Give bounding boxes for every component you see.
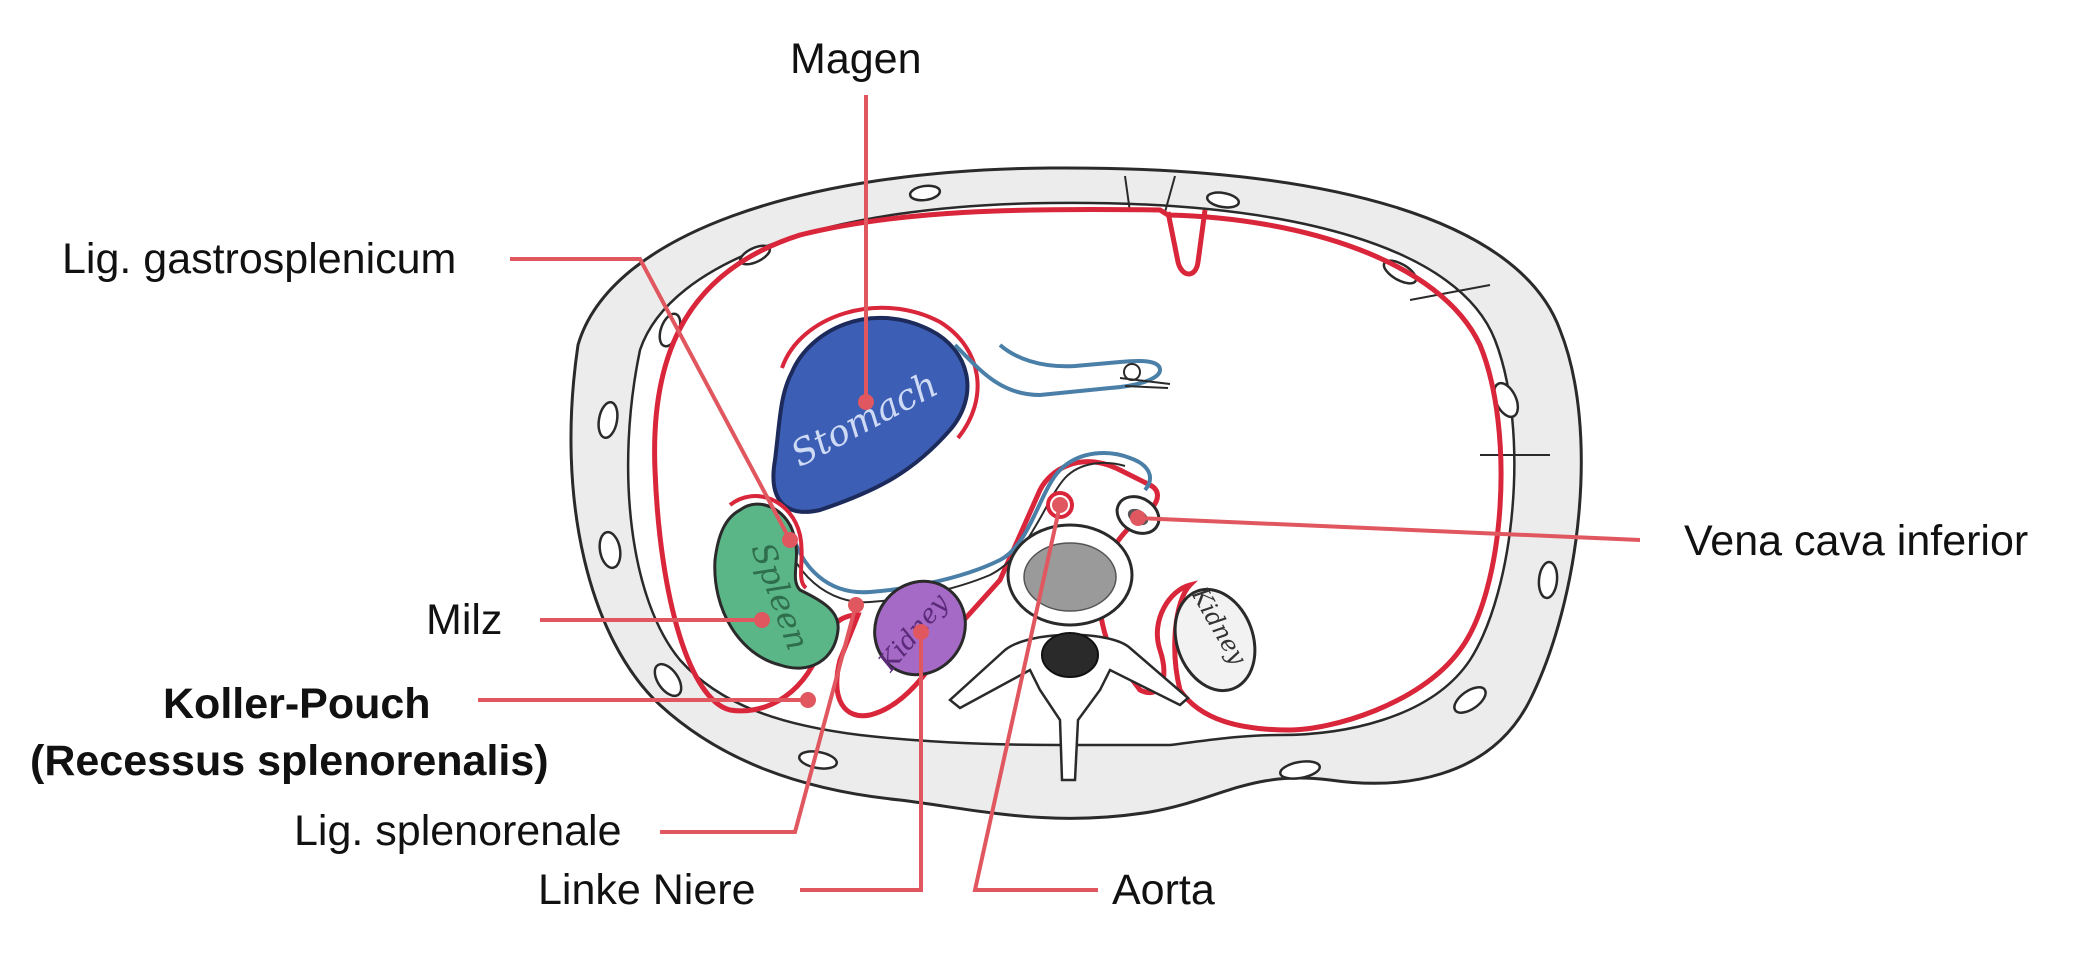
leader-vena-cava [1137, 516, 1641, 542]
leader-lines [478, 95, 1641, 892]
stomach [771, 315, 970, 514]
stomach-serosa [780, 305, 980, 440]
leader-lig-splenorenale [660, 604, 858, 834]
leader-linke-niere [800, 632, 923, 892]
right-kidney [1173, 587, 1257, 693]
label-aorta: Aorta [1112, 866, 1215, 914]
leader-dots [754, 394, 1146, 708]
falciform-fold [1165, 209, 1208, 277]
wall-divisions [1124, 175, 1550, 456]
ligament-double-line [779, 461, 1126, 604]
leader-aorta [972, 504, 1098, 892]
omentum-vessel [1119, 363, 1171, 389]
vertebral-arch [948, 633, 1190, 782]
leader-lig-gastrosplenicum [510, 257, 792, 541]
spinal-canal [1041, 632, 1099, 678]
label-lig-splenorenale: Lig. splenorenale [294, 807, 622, 855]
label-koller-pouch: Koller-Pouch [163, 680, 431, 728]
parietal-peritoneum [652, 206, 1504, 733]
label-lig-gastrosplenicum: Lig. gastrosplenicum [62, 235, 457, 283]
label-magen: Magen [790, 35, 922, 83]
omentum-line [953, 343, 1163, 398]
label-linke-niere: Linke Niere [538, 866, 756, 914]
lesser-sac-lining [788, 451, 1152, 595]
label-vena-cava-inferior: Vena cava inferior [1684, 517, 2029, 565]
label-recessus-splenorenalis: (Recessus splenorenalis) [30, 737, 549, 785]
label-milz: Milz [426, 596, 503, 644]
spleen-serosa [728, 494, 808, 590]
rib-sections [597, 184, 1559, 780]
